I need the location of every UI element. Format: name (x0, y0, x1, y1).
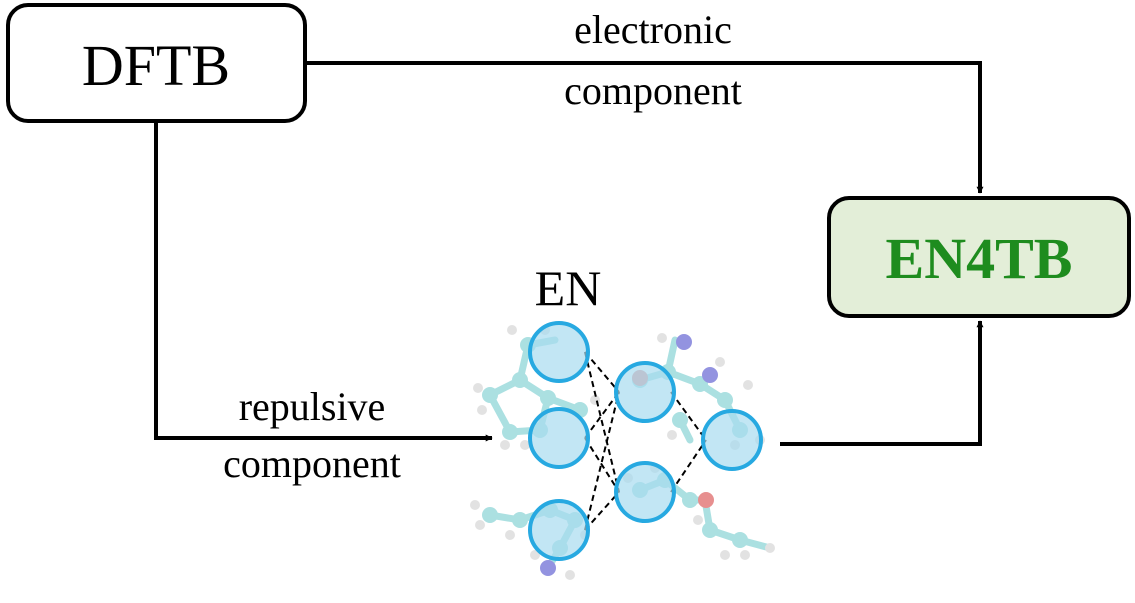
network-connection (584, 351, 620, 493)
en4tb-box (827, 196, 1131, 318)
hydrogen-atom (693, 515, 703, 525)
electronic-arrow (305, 61, 984, 194)
network-connection (584, 437, 620, 493)
repulsive-label-line2: component (223, 441, 401, 486)
oxygen-atom (698, 492, 714, 508)
hydrogen-atom (720, 550, 730, 560)
carbon-atom (672, 412, 688, 428)
carbon-atom (502, 424, 518, 440)
network-connection (584, 391, 620, 439)
carbon-atom (540, 390, 556, 406)
repulsive-arrow (154, 121, 493, 442)
hydrogen-atom (507, 325, 517, 335)
hydrogen-atom (473, 383, 483, 393)
carbon-atom (682, 492, 698, 508)
network-connection (584, 351, 620, 393)
carbon-atom (512, 512, 528, 528)
dftb-label: DFTB (82, 33, 230, 98)
hydrogen-atom (740, 550, 750, 560)
hydrogen-atom (530, 550, 540, 560)
electronic-label-line1: electronic (574, 7, 732, 52)
network-connection (584, 391, 620, 531)
hydrogen-atom (765, 543, 775, 553)
en-output-arrow (780, 320, 984, 446)
nitrogen-atom (676, 334, 692, 350)
network-neuron (528, 407, 590, 469)
network-neuron (528, 499, 590, 561)
carbon-atom (482, 387, 498, 403)
hydrogen-atom (657, 333, 667, 343)
nitrogen-atom (540, 560, 556, 576)
repulsive-label-line1: repulsive (239, 384, 386, 429)
network-connections (584, 351, 707, 531)
carbon-atom (717, 392, 733, 408)
electronic-label-line2: component (564, 68, 742, 113)
hydrogen-atom (565, 570, 575, 580)
carbon-atom (702, 522, 718, 538)
hydrogen-atom (475, 520, 485, 530)
en-label: EN (535, 260, 602, 316)
en4tb-label: EN4TB (886, 226, 1073, 291)
hydrogen-atom (743, 380, 753, 390)
hydrogen-atom (715, 357, 725, 367)
network-neuron (614, 461, 676, 523)
hydrogen-atom (477, 405, 487, 415)
network-neuron (701, 409, 763, 471)
hydrogen-atom (505, 530, 515, 540)
hydrogen-atom (500, 440, 510, 450)
hydrogen-atom (520, 440, 530, 450)
network-connection (584, 491, 620, 531)
dftb-node: DFTB (6, 3, 307, 123)
carbon-atom (512, 372, 528, 388)
hydrogen-atom (470, 500, 480, 510)
carbon-atom (732, 532, 748, 548)
en4tb-node: EN4TB (827, 196, 1131, 318)
network-neurons (528, 321, 763, 561)
network-neuron (614, 361, 676, 423)
nitrogen-atom (702, 367, 718, 383)
network-neuron (528, 321, 590, 383)
network-connection (670, 439, 707, 493)
hydrogen-atom (667, 430, 677, 440)
carbon-atom (482, 507, 498, 523)
